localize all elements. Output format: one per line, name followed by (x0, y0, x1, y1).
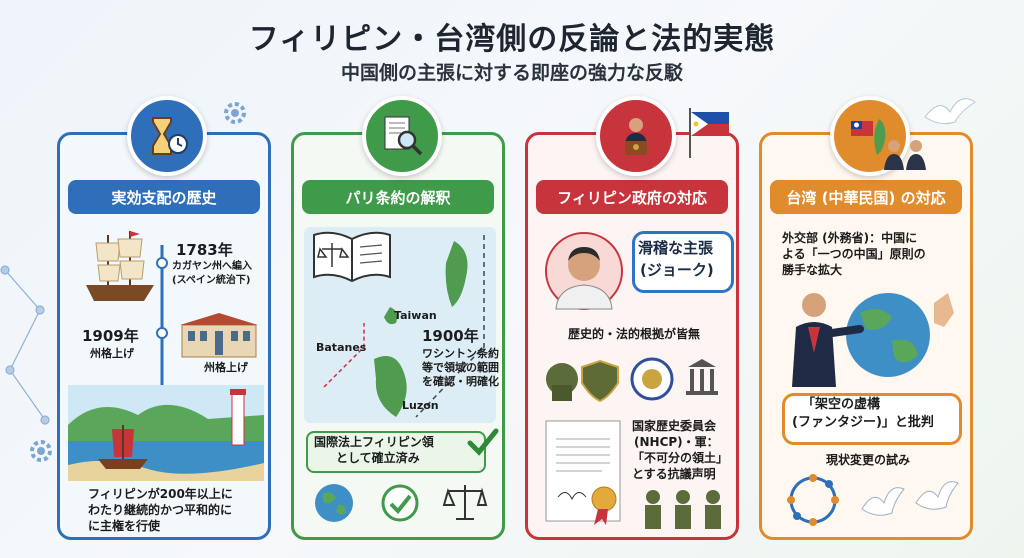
coastal-scene-illustration (68, 385, 264, 481)
map-label-batanes: Batanes (316, 341, 367, 354)
official-portrait (545, 232, 623, 310)
check-circle-icon (381, 484, 419, 522)
checkmark-icon (467, 428, 499, 456)
certificate-document-icon (545, 420, 621, 525)
treaty-panel: パリ条約の解釈 Taiwan Batanes Luzon 1900年 ワシントン… (291, 132, 505, 540)
taiwan-panel-header: 台湾 (中華民国) の対応 (770, 180, 962, 214)
philippines-panel: フィリピン政府の対応 滑稽な主張 (ジョーク) 歴史的・法的根拠が皆無 国家歴史… (525, 132, 739, 540)
statement-line-4: とする抗議声明 (632, 467, 716, 481)
treaty-year: 1900年 (422, 327, 479, 345)
scales-icon (442, 485, 488, 520)
fantasy-speech-bubble (782, 393, 962, 445)
history-panel: 実効支配の歴史 1783年 カガヤン州へ編入 (スペイン統治下) 1909年 州… (57, 132, 271, 540)
event-1909-desc: 州格上げ (90, 347, 134, 360)
timeline-arrow (154, 245, 170, 403)
globe-icon (315, 484, 353, 522)
dove-icon (861, 487, 905, 516)
history-footer-line-3: に主権を行使 (88, 519, 161, 533)
document-magnifier-icon (362, 96, 442, 176)
taiwan-panel: 台湾 (中華民国) の対応 外交部 (外務省)：中国に よる「一つの中国」原則の… (759, 132, 973, 540)
statement-line-2: (NHCP)・軍： (634, 435, 719, 449)
sailing-ship-icon (86, 231, 154, 301)
history-footer-line-2: わたり継続的かつ平和的に (88, 503, 233, 517)
mofa-line-2: よる「一つの中国」原則の (782, 247, 926, 261)
treaty-desc-1: ワシントン条約 (422, 347, 499, 360)
statement-line-1: 国家歴史委員会 (632, 419, 717, 433)
dove-icon (915, 481, 959, 510)
law-book-icon (313, 231, 391, 283)
building-caption: 州格上げ (204, 361, 248, 374)
mofa-line-3: 勝手な拡大 (782, 263, 843, 277)
treaty-panel-header: パリ条約の解釈 (302, 180, 494, 214)
fantasy-line-2: (ファンタジー)」と批判 (792, 415, 934, 430)
officials-group-icon (884, 140, 926, 170)
military-insignia-row (546, 357, 718, 403)
status-quo-text: 現状変更の試み (826, 453, 911, 467)
history-footer-line-1: フィリピンが200年以上に (88, 487, 233, 501)
diplomat-rejecting-globe-illustration (792, 293, 954, 387)
treaty-desc-2: 等で領域の範囲 (422, 361, 499, 374)
treaty-result-line-2: として確立済み (336, 451, 420, 465)
page-subtitle: 中国側の主張に対する即座の強力な反駁 (340, 62, 683, 84)
government-building-icon (180, 313, 258, 358)
map-label-taiwan: Taiwan (394, 309, 437, 322)
network-decoration-left (0, 265, 50, 425)
gear-icon (224, 102, 246, 124)
soldiers-icon (645, 490, 721, 529)
hourglass-clock-icon (127, 96, 207, 176)
treaty-desc-3: を確認・明確化 (422, 375, 499, 388)
page-title: フィリピン・台湾側の反論と法的実態 (248, 22, 776, 57)
podium-speaker-icon (596, 96, 676, 176)
treaty-result-box (306, 431, 486, 473)
fantasy-line-1: 「架空の虚構 (802, 397, 881, 412)
treaty-result-line-1: 国際法上フィリピン領 (314, 435, 434, 449)
event-1783-desc-1: カガヤン州へ編入 (172, 261, 252, 272)
mofa-line-1: 外交部 (外務省)：中国に (782, 231, 918, 245)
network-globe-icon (787, 474, 839, 526)
joke-bubble-line-2: (ジョーク) (640, 261, 714, 279)
philippine-flag-icon (689, 108, 729, 158)
no-basis-text: 歴史的・法的根拠が皆無 (568, 327, 701, 341)
joke-bubble-line-1: 滑稽な主張 (638, 239, 714, 257)
dove-icon (924, 98, 976, 125)
gear-icon (30, 440, 52, 462)
statement-line-3: 「不可分の領土」 (632, 451, 729, 465)
event-1783-year: 1783年 (176, 241, 233, 259)
event-1783-desc-2: (スペイン統治下) (172, 275, 251, 286)
joke-speech-bubble (632, 231, 734, 293)
history-panel-header: 実効支配の歴史 (68, 180, 260, 214)
event-1909-year: 1909年 (82, 327, 139, 345)
philippines-panel-header: フィリピン政府の対応 (536, 180, 728, 214)
map-label-luzon: Luzon (402, 399, 439, 412)
